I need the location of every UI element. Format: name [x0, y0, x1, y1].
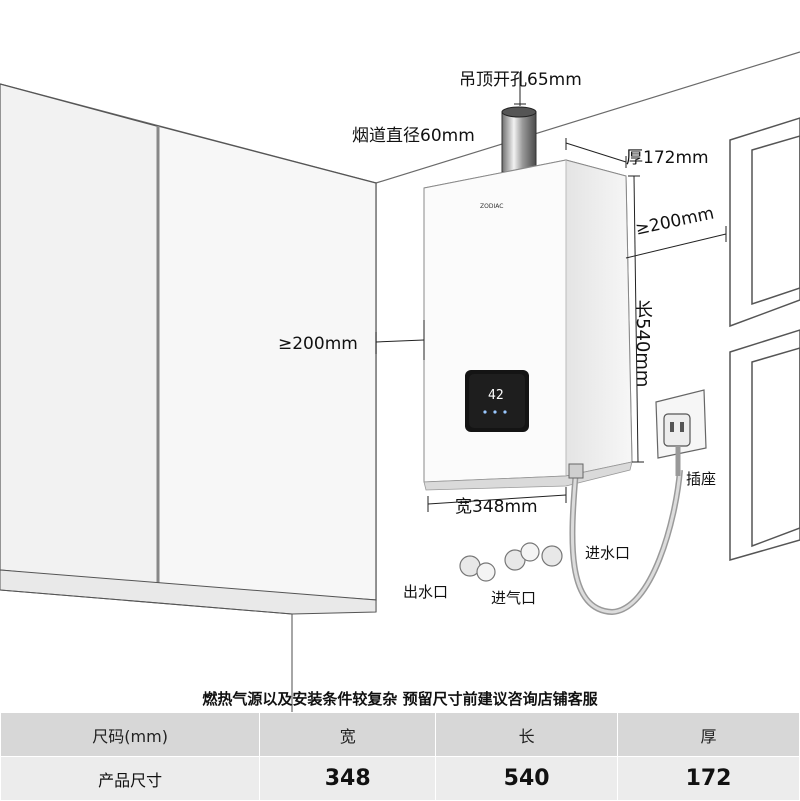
connection-pipes	[459, 463, 683, 616]
water-heater	[423, 159, 633, 491]
flue-pipe	[501, 72, 537, 173]
flue-diameter-label: 烟道直径60mm	[352, 126, 475, 146]
wall-socket	[655, 389, 707, 476]
ceiling-hole-label: 吊顶开孔65mm	[459, 70, 582, 90]
dimension-lines	[375, 138, 727, 512]
width-label: 宽348mm	[455, 497, 538, 517]
header-width: 宽	[259, 712, 437, 757]
length-label: 长540mm	[632, 300, 653, 388]
row-label-product-size: 产品尺寸	[0, 756, 261, 801]
clearance-left-label: ≥200mm	[278, 334, 358, 354]
gas-inlet-label: 进气口	[491, 589, 537, 607]
header-thickness: 厚	[617, 712, 800, 757]
wall-cabinets	[0, 83, 377, 615]
table-row: 产品尺寸 348 540 172	[0, 756, 800, 801]
value-thickness: 172	[617, 756, 800, 801]
size-table: 尺码(mm) 宽 长 厚 产品尺寸 348 540 172	[0, 712, 800, 801]
header-length: 长	[435, 712, 619, 757]
window-frame	[729, 117, 800, 561]
diagram-illustration: ZODIAC 42	[0, 51, 800, 712]
header-size: 尺码(mm)	[0, 712, 261, 757]
value-width: 348	[259, 756, 437, 801]
display-readout: 42	[488, 388, 504, 403]
water-inlet-label: 进水口	[585, 544, 631, 562]
installation-note: 燃热气源以及安装条件较复杂 预留尺寸前建议咨询店铺客服	[202, 690, 598, 708]
socket-label: 插座	[686, 470, 717, 488]
brand-logo: ZODIAC	[480, 203, 503, 210]
table-header-row: 尺码(mm) 宽 长 厚	[0, 712, 800, 757]
value-length: 540	[435, 756, 619, 801]
water-outlet-label: 出水口	[403, 583, 449, 601]
thickness-label: 厚172mm	[626, 148, 709, 168]
